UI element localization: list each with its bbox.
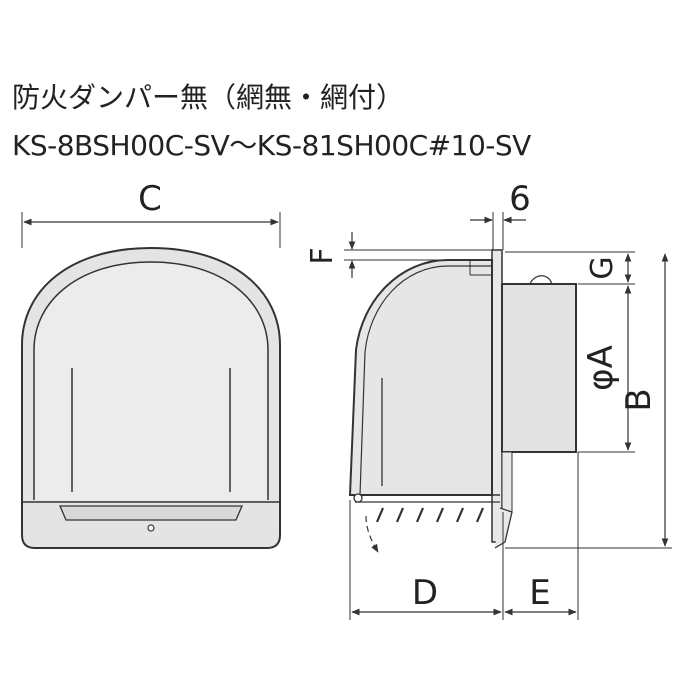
- dim-c-label: C: [138, 179, 162, 219]
- side-duct-clip: [529, 275, 553, 285]
- side-flange: [491, 249, 503, 543]
- dim-f-label: F: [305, 247, 340, 264]
- side-hood-inner: [359, 265, 492, 496]
- front-bottom-slot: [59, 505, 243, 521]
- dim-e-label: E: [529, 573, 550, 613]
- side-hinge: [353, 493, 363, 503]
- dim-6-label: 6: [509, 179, 531, 219]
- side-duct-lower: [501, 451, 513, 513]
- side-hood-body: [348, 259, 493, 496]
- side-louvers: [375, 507, 485, 523]
- dim-d-label: D: [412, 573, 438, 613]
- dim-phia-label: φA: [581, 345, 621, 391]
- dim-g-label: G: [585, 256, 620, 279]
- title-line-2: KS-8BSH00C-SV～KS-81SH00C#10-SV: [12, 129, 531, 162]
- side-duct-pipe: [501, 283, 577, 453]
- dim-b-label: B: [619, 388, 659, 411]
- front-view: C: [21, 179, 281, 549]
- title-line-1: 防火ダンパー無（網無・網付）: [12, 81, 405, 114]
- side-swing-arc: [365, 515, 379, 553]
- front-inner-hood: [33, 261, 269, 500]
- side-view: 6 F: [305, 179, 672, 620]
- front-screw-hole: [147, 524, 155, 532]
